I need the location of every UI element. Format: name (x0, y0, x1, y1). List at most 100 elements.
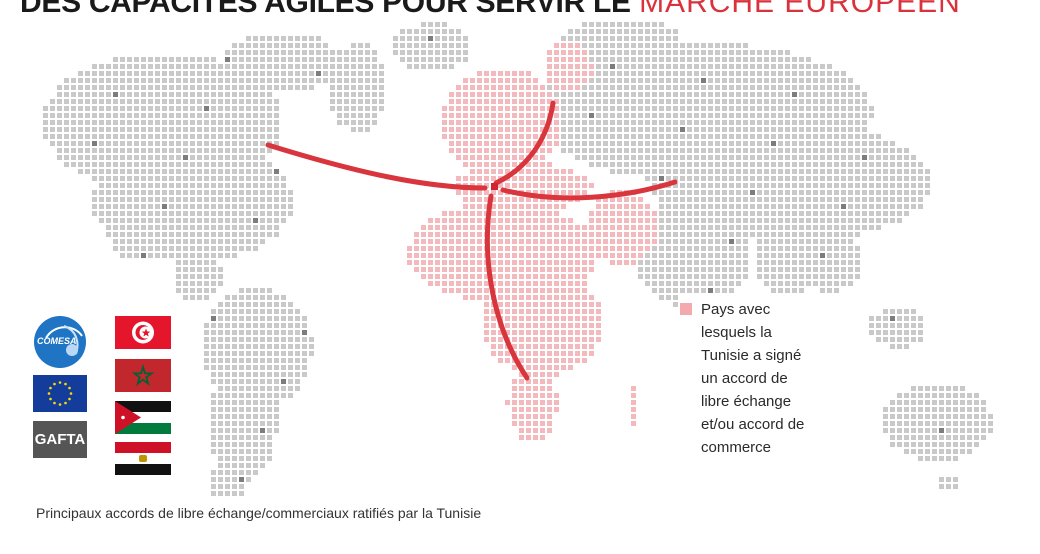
map-dot (547, 106, 552, 111)
map-dot (701, 197, 706, 202)
map-dot (974, 421, 979, 426)
map-dot (421, 267, 426, 272)
map-dot (274, 183, 279, 188)
map-dot (505, 246, 510, 251)
map-dot (680, 267, 685, 272)
map-dot (211, 288, 216, 293)
map-dot (708, 197, 713, 202)
map-dot (120, 92, 125, 97)
map-dot (848, 197, 853, 202)
map-dot (617, 85, 622, 90)
map-dot (267, 190, 272, 195)
map-dot (715, 141, 720, 146)
map-dot (106, 71, 111, 76)
map-dot (274, 351, 279, 356)
map-dot (722, 169, 727, 174)
map-dot (127, 232, 132, 237)
map-dot (477, 225, 482, 230)
map-dot (813, 148, 818, 153)
map-dot (239, 225, 244, 230)
map-dot (155, 78, 160, 83)
map-dot (57, 141, 62, 146)
map-dot (141, 155, 146, 160)
map-dot (365, 85, 370, 90)
map-dot (176, 281, 181, 286)
map-dot (722, 141, 727, 146)
map-dot (533, 281, 538, 286)
map-dot (547, 393, 552, 398)
map-dot (575, 260, 580, 265)
map-dot (253, 176, 258, 181)
map-dot (225, 386, 230, 391)
map-dot (673, 92, 678, 97)
map-dot (218, 246, 223, 251)
map-dot (232, 295, 237, 300)
map-dot (645, 162, 650, 167)
map-dot (498, 337, 503, 342)
map-dot (512, 288, 517, 293)
map-dot (232, 407, 237, 412)
map-dot (519, 316, 524, 321)
map-dot (260, 239, 265, 244)
map-dot (267, 344, 272, 349)
map-dot (841, 190, 846, 195)
map-dot (197, 169, 202, 174)
map-dot (694, 113, 699, 118)
map-dot (197, 106, 202, 111)
map-dot (533, 267, 538, 272)
map-dot (834, 106, 839, 111)
map-dot (295, 365, 300, 370)
map-dot (204, 337, 209, 342)
map-dot (848, 92, 853, 97)
map-dot (218, 239, 223, 244)
map-dot (638, 225, 643, 230)
map-dot (547, 141, 552, 146)
map-dot (750, 85, 755, 90)
map-dot (596, 120, 601, 125)
map-dot (400, 36, 405, 41)
map-dot (582, 295, 587, 300)
map-dot (414, 64, 419, 69)
map-dot (57, 155, 62, 160)
map-dot (876, 148, 881, 153)
map-dot (757, 239, 762, 244)
map-dot (778, 155, 783, 160)
map-dot (127, 113, 132, 118)
map-dot (526, 386, 531, 391)
map-dot (799, 232, 804, 237)
map-dot (526, 428, 531, 433)
map-dot (197, 274, 202, 279)
map-dot (477, 92, 482, 97)
map-dot (960, 428, 965, 433)
map-dot (239, 309, 244, 314)
map-dot (232, 211, 237, 216)
map-dot (582, 274, 587, 279)
map-dot (239, 246, 244, 251)
map-dot (190, 204, 195, 209)
map-dot (85, 148, 90, 153)
map-dot (519, 351, 524, 356)
map-dot (820, 225, 825, 230)
map-dot (358, 43, 363, 48)
map-dot (743, 155, 748, 160)
map-dot (757, 211, 762, 216)
map-dot (547, 358, 552, 363)
map-dot (470, 232, 475, 237)
map-dot (463, 260, 468, 265)
map-dot (302, 316, 307, 321)
map-dot (554, 246, 559, 251)
map-dot (701, 288, 706, 293)
map-dot (183, 141, 188, 146)
map-dot (834, 162, 839, 167)
map-dot (218, 134, 223, 139)
map-dot (463, 134, 468, 139)
map-dot (190, 239, 195, 244)
map-dot (190, 232, 195, 237)
map-dot (904, 407, 909, 412)
map-dot (470, 288, 475, 293)
map-dot (932, 456, 937, 461)
map-dot (141, 253, 146, 258)
map-dot (449, 36, 454, 41)
map-dot (862, 169, 867, 174)
map-dot (729, 155, 734, 160)
